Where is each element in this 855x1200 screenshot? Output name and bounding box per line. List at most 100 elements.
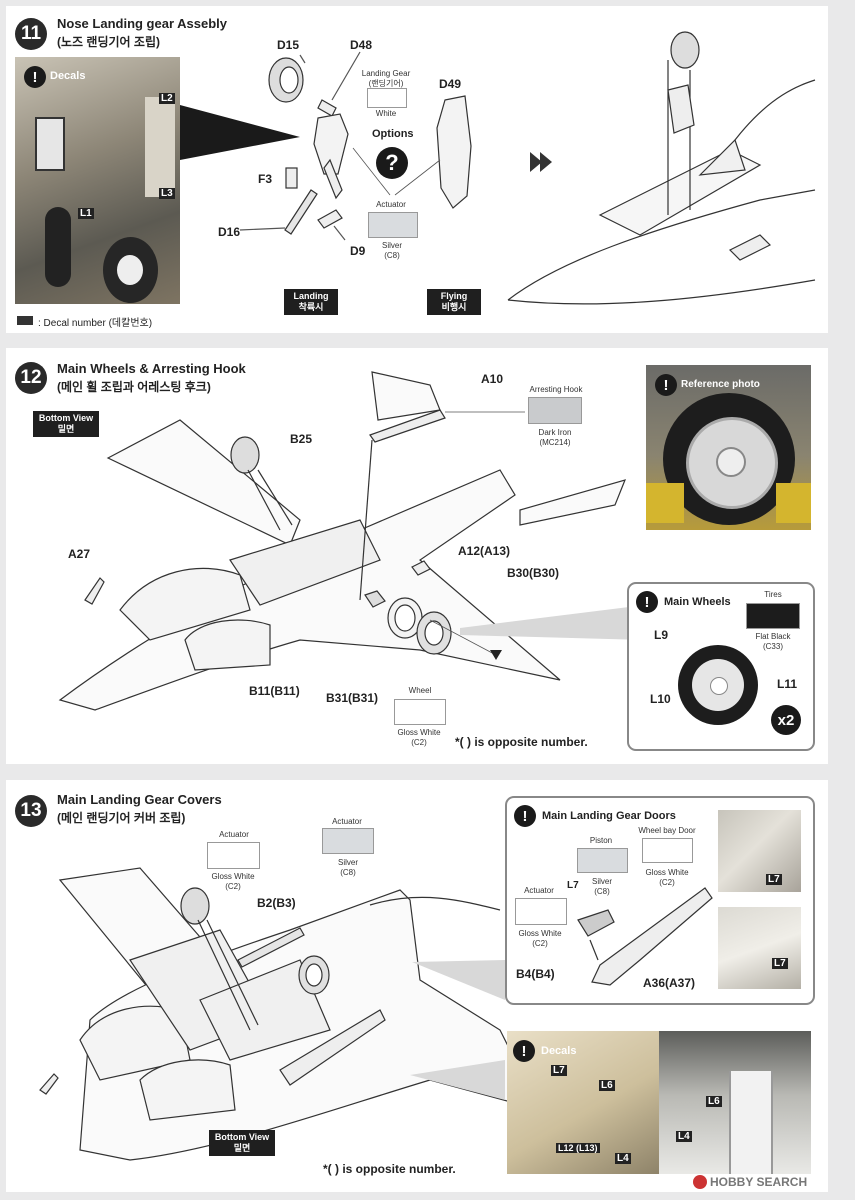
tires-black-swatch: [746, 603, 800, 629]
arresting-hook-swatch: [528, 397, 582, 424]
decal-number-swatch: [17, 316, 33, 325]
step-12-bottom-view-tag: Bottom View 밑면: [33, 411, 99, 437]
bay-door-white-swatch: [642, 838, 693, 863]
part-a10: A10: [481, 372, 504, 386]
x2-badge: x2: [771, 705, 801, 735]
door-photo-bottom-l7: L7: [772, 958, 788, 969]
door-part-l7: L7: [567, 880, 579, 891]
step-12-subtitle: (메인 휠 조립과 어레스팅 후크): [57, 380, 211, 394]
step-12-number: 12: [15, 362, 47, 394]
options-question-icon: ?: [376, 147, 408, 179]
door-part-b4: B4(B4): [516, 967, 555, 981]
photo-label-l1: L1: [78, 208, 94, 219]
actuator-label: Actuator: [376, 200, 406, 209]
step-11-number: 11: [15, 18, 47, 50]
reference-photo-label: Reference photo: [681, 379, 760, 390]
landing-option-tag: Landing 착륙시: [284, 289, 338, 315]
step-13-title: Main Landing Gear Covers: [57, 792, 222, 807]
part-b30: B30(B30): [507, 566, 560, 580]
wheel-label: Wheel: [408, 686, 432, 695]
step-11-callout-wedge: [180, 105, 300, 160]
reference-photo: [646, 365, 811, 530]
main-wheel-illustration: [678, 645, 758, 725]
landing-gear-white-swatch: [367, 88, 407, 108]
step-13-subtitle: (메인 랜딩기어 커버 조립): [57, 811, 186, 825]
step-13-actuator2-color: Silver (C8): [337, 858, 358, 877]
doors-alert-icon: !: [514, 805, 536, 827]
piston-color: Silver (C8): [591, 877, 612, 896]
door-actuator-label: Actuator: [524, 886, 554, 895]
options-label: Options: [372, 128, 414, 140]
arresting-hook-color: Dark Iron (MC214): [538, 428, 572, 447]
step-11-decals-alert-icon: !: [24, 66, 46, 88]
step-13-actuator-color: Gloss White (C2): [211, 872, 255, 891]
step-13-actuator-white-swatch: [207, 842, 260, 869]
part-a12-a13: A12(A13): [458, 544, 511, 558]
step-13-actuator-label: Actuator: [219, 830, 249, 839]
reference-photo-alert-icon: !: [655, 374, 677, 396]
piston-silver-swatch: [577, 848, 628, 873]
part-d15: D15: [277, 38, 300, 52]
main-wheels-title: Main Wheels: [664, 596, 731, 608]
tires-label: Tires: [764, 590, 782, 599]
part-a27: A27: [68, 547, 91, 561]
step-12-aircraft-drawing: [58, 371, 645, 711]
step-12-title: Main Wheels & Arresting Hook: [57, 361, 246, 376]
step-12-opposite-note: *( ) is opposite number.: [455, 735, 588, 749]
arresting-hook-label: Arresting Hook: [529, 385, 583, 394]
part-d16: D16: [218, 225, 241, 239]
actuator-color: Silver (C8): [381, 241, 402, 260]
step-13-decals-label: Decals: [541, 1045, 577, 1057]
landing-gear-color-name: White: [375, 109, 397, 118]
bay-door-label: Wheel bay Door: [638, 826, 696, 835]
decal-l11: L11: [777, 677, 798, 691]
actuator-silver-swatch: [368, 212, 418, 238]
piston-label: Piston: [589, 836, 613, 845]
landing-gear-color-label: Landing Gear (랜딩기어): [361, 69, 411, 88]
part-d9: D9: [350, 244, 366, 258]
decal-photo-l12-l13: L12 (L13): [556, 1143, 600, 1153]
part-f3: F3: [258, 172, 273, 186]
door-photo-bottom: [718, 907, 801, 989]
wheel-white-swatch: [394, 699, 446, 725]
hobby-search-logo-icon: [693, 1175, 707, 1189]
step-13-decal-photo-right: [659, 1031, 811, 1174]
door-photo-top: [718, 810, 801, 892]
hobby-search-watermark: HOBBY SEARCH: [710, 1175, 808, 1189]
part-b2-b3: B2(B3): [257, 896, 296, 910]
step-13-number: 13: [15, 795, 47, 827]
bay-door-color: Gloss White (C2): [645, 868, 689, 887]
nose-gear-drawing: [239, 31, 816, 305]
step-13-actuator2-label: Actuator: [332, 817, 362, 826]
step-13-bottom-view-tag: Bottom View 밑면: [209, 1130, 275, 1156]
door-actuator-white-swatch: [515, 898, 567, 925]
door-actuator-color: Gloss White (C2): [518, 929, 562, 948]
decal-number-note: : Decal number (데칼번호): [38, 318, 153, 329]
decal-photo-l4: L4: [615, 1153, 631, 1164]
step-11-decal-photo: [15, 57, 180, 304]
decal-photo-l6: L6: [599, 1080, 615, 1091]
door-photo-top-l7: L7: [766, 874, 782, 885]
step-11-title: Nose Landing gear Assebly: [57, 16, 228, 31]
tires-color: Flat Black (C33): [755, 632, 791, 651]
doors-title: Main Landing Gear Doors: [542, 810, 676, 822]
part-b11: B11(B11): [249, 684, 300, 698]
part-b25: B25: [290, 432, 313, 446]
decal-photo-l7: L7: [551, 1065, 567, 1076]
photo-label-l2: L2: [159, 93, 175, 104]
step-13-decals-alert-icon: !: [513, 1040, 535, 1062]
part-d49: D49: [439, 77, 462, 91]
step-11-decals-label: Decals: [50, 70, 86, 82]
main-wheels-alert-icon: !: [636, 591, 658, 613]
step-11-subtitle: (노즈 랜딩기어 조립): [57, 35, 160, 49]
wheel-color: Gloss White (C2): [397, 728, 441, 747]
part-b31: B31(B31): [326, 691, 379, 705]
step-13-opposite-note: *( ) is opposite number.: [323, 1162, 456, 1176]
decal-photo-right-l6: L6: [706, 1096, 722, 1107]
decal-l10: L10: [650, 692, 671, 706]
flying-option-tag: Flying 비행시: [427, 289, 481, 315]
photo-label-l3: L3: [159, 188, 175, 199]
decal-l9: L9: [654, 628, 669, 642]
